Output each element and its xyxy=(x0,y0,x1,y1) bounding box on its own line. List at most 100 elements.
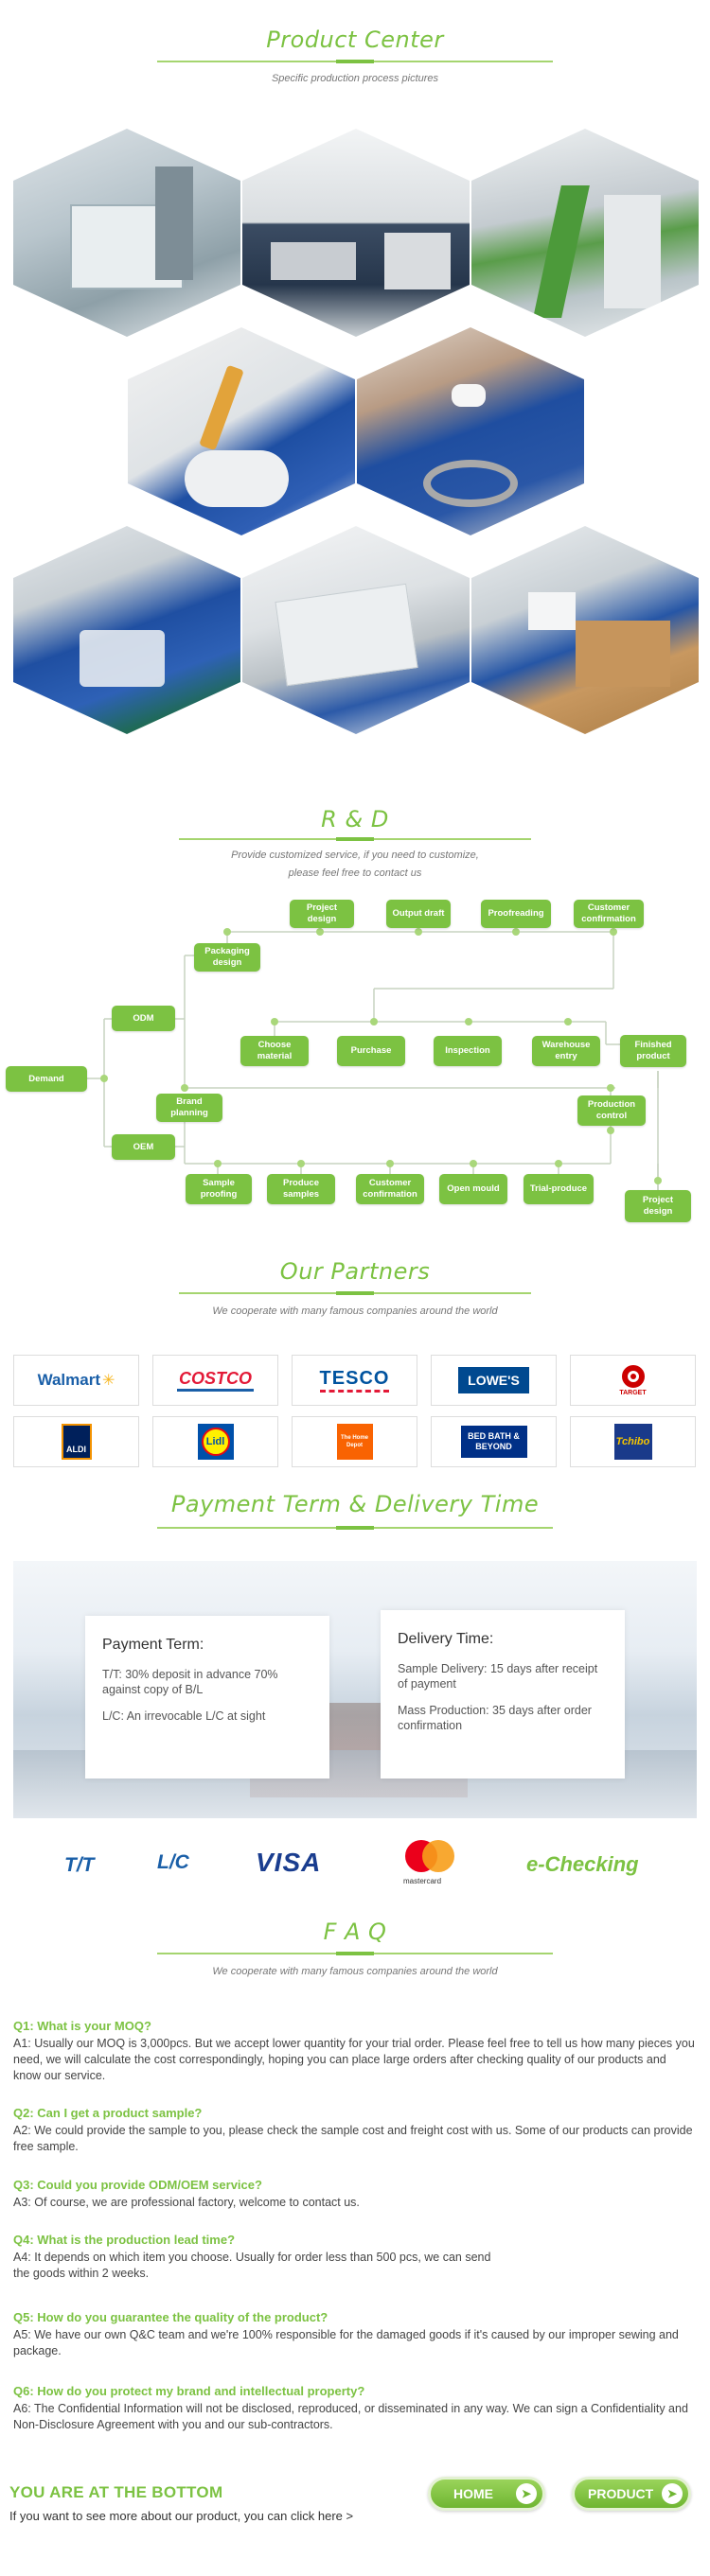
title-divider xyxy=(157,1526,553,1530)
product-center-title: Product Center xyxy=(266,26,444,53)
partner-logo-aldi: ALDI xyxy=(13,1416,139,1467)
title-divider xyxy=(179,1291,531,1295)
cursor-arrow-icon: ➤ xyxy=(516,2483,537,2504)
faq-question: Q1: What is your MOQ? xyxy=(13,2019,151,2033)
node-proofreading: Proofreading xyxy=(481,900,551,928)
rnd-title: R & D xyxy=(321,806,389,832)
faq-question: Q5: How do you guarantee the quality of … xyxy=(13,2310,328,2324)
home-button[interactable]: HOME ➤ xyxy=(428,2477,545,2511)
faq-answer: A5: We have our own Q&C team and we're 1… xyxy=(13,2328,679,2357)
faq-answer: A1: Usually our MOQ is 3,000pcs. But we … xyxy=(13,2037,695,2082)
partner-logo-lowes: LOWE'S xyxy=(431,1355,557,1406)
payment-method-lc: L/C xyxy=(157,1851,189,1873)
node-customer-confirmation-top: Customer confirmation xyxy=(574,900,644,928)
rnd-subtitle-line2: please feel free to contact us xyxy=(288,867,422,879)
faq-title: F A Q xyxy=(323,1919,387,1945)
node-trial-produce: Trial-produce xyxy=(524,1174,594,1204)
node-demand: Demand xyxy=(6,1066,87,1092)
rnd-section: R & D xyxy=(0,806,710,832)
partner-logo-bed-bath-beyond: BED BATH & BEYOND xyxy=(431,1416,557,1467)
walmart-spark-icon: ✳ xyxy=(102,1373,115,1389)
faq-item: Q1: What is your MOQ? A1: Usually our MO… xyxy=(13,2019,697,2084)
costco-wordmark: COSTCO xyxy=(176,1369,254,1392)
faq-answer: A4: It depends on which item you choose.… xyxy=(13,2251,491,2280)
production-photo-packing-line xyxy=(13,526,240,734)
rnd-subtitle-line1: Provide customized service, if you need … xyxy=(231,850,479,861)
partner-logo-tesco: TESCO xyxy=(292,1355,417,1406)
payment-lc-text: L/C: An irrevocable L/C at sight xyxy=(102,1709,266,1723)
mastercard-icon xyxy=(399,1840,460,1878)
node-warehouse-entry: Warehouse entry xyxy=(532,1036,600,1066)
faq-item: Q2: Can I get a product sample? A2: We c… xyxy=(13,2106,697,2155)
partner-logo-home-depot: The Home Depot xyxy=(292,1416,417,1467)
lowes-wordmark: LOWE'S xyxy=(458,1367,529,1393)
product-button[interactable]: PRODUCT ➤ xyxy=(572,2477,691,2511)
production-photo-carton-packing xyxy=(471,526,699,734)
payment-method-visa: VISA xyxy=(256,1848,322,1877)
node-finished-product: Finished product xyxy=(620,1035,686,1067)
title-divider xyxy=(157,1952,553,1955)
faq-question: Q4: What is the production lead time? xyxy=(13,2233,236,2247)
node-output-draft: Output draft xyxy=(386,900,451,928)
title-divider xyxy=(179,837,531,841)
tchibo-wordmark: Tchibo xyxy=(613,1424,652,1460)
payment-tt-text: T/T: 30% deposit in advance 70% against … xyxy=(102,1668,278,1696)
sample-delivery-text: Sample Delivery: 15 days after receipt o… xyxy=(398,1662,598,1691)
node-oem: OEM xyxy=(112,1134,175,1160)
faq-item: Q3: Could you provide ODM/OEM service? A… xyxy=(13,2178,697,2211)
partners-title: Our Partners xyxy=(279,1258,431,1285)
mass-production-text: Mass Production: 35 days after order con… xyxy=(398,1704,592,1732)
faq-question: Q2: Can I get a product sample? xyxy=(13,2106,203,2120)
delivery-time-card: Delivery Time: Sample Delivery: 15 days … xyxy=(381,1610,625,1779)
cursor-arrow-icon: ➤ xyxy=(662,2483,683,2504)
aldi-wordmark: ALDI xyxy=(61,1424,92,1460)
node-project-design-bottom: Project design xyxy=(625,1190,691,1222)
payment-title: Payment Term & Delivery Time xyxy=(170,1491,540,1517)
faq-item: Q4: What is the production lead time? A4… xyxy=(13,2233,697,2282)
partners-subtitle: We cooperate with many famous companies … xyxy=(212,1306,498,1317)
node-odm: ODM xyxy=(112,1006,175,1031)
faq-subtitle: We cooperate with many famous companies … xyxy=(212,1966,498,1977)
faq-answer: A2: We could provide the sample to you, … xyxy=(13,2124,693,2153)
faq-item: Q6: How do you protect my brand and inte… xyxy=(13,2384,697,2433)
node-choose-material: Choose material xyxy=(240,1036,309,1066)
node-production-control: Production control xyxy=(577,1095,646,1126)
tesco-wordmark: TESCO xyxy=(319,1368,390,1393)
partner-logo-walmart: Walmart ✳ xyxy=(13,1355,139,1406)
home-depot-wordmark: The Home Depot xyxy=(336,1424,373,1460)
node-inspection: Inspection xyxy=(434,1036,502,1066)
production-photo-plastic-bags xyxy=(242,526,470,734)
node-project-design-top: Project design xyxy=(290,900,354,928)
faq-answer: A3: Of course, we are professional facto… xyxy=(13,2196,360,2209)
node-packaging-design: Packaging design xyxy=(194,943,260,972)
partner-logo-tchibo: Tchibo xyxy=(570,1416,696,1467)
product-center-section: Product Center xyxy=(0,26,710,53)
bed-bath-beyond-wordmark: BED BATH & BEYOND xyxy=(460,1426,527,1458)
lidl-wordmark: Lidl xyxy=(201,1428,230,1456)
payment-method-mastercard: mastercard xyxy=(403,1877,442,1885)
partner-logo-target: TARGET xyxy=(570,1355,696,1406)
payment-term-card: Payment Term: T/T: 30% deposit in advanc… xyxy=(85,1616,329,1779)
payment-method-echecking: e-Checking xyxy=(526,1852,639,1876)
target-bullseye-icon xyxy=(621,1364,645,1388)
partners-section: Our Partners xyxy=(0,1258,710,1285)
faq-section: F A Q xyxy=(0,1919,710,1945)
node-open-mould: Open mould xyxy=(439,1174,507,1204)
bottom-text: If you want to see more about our produc… xyxy=(9,2509,354,2523)
bottom-title: YOU ARE AT THE BOTTOM xyxy=(9,2483,223,2501)
lidl-badge: Lidl xyxy=(197,1424,234,1460)
payment-method-tt: T/T xyxy=(64,1854,95,1876)
node-customer-confirmation-bottom: Customer confirmation xyxy=(356,1174,424,1204)
faq-item: Q5: How do you guarantee the quality of … xyxy=(13,2310,697,2359)
faq-question: Q6: How do you protect my brand and inte… xyxy=(13,2384,365,2398)
node-produce-samples: Produce samples xyxy=(267,1174,335,1204)
partner-logo-costco: COSTCO xyxy=(152,1355,278,1406)
product-center-subtitle: Specific production process pictures xyxy=(271,73,439,84)
title-divider xyxy=(157,60,553,63)
target-wordmark: TARGET xyxy=(619,1389,647,1396)
product-button-label: PRODUCT xyxy=(588,2486,654,2501)
delivery-time-title: Delivery Time: xyxy=(398,1631,494,1647)
payment-section: Payment Term & Delivery Time xyxy=(0,1491,710,1517)
node-sample-proofing: Sample proofing xyxy=(186,1174,252,1204)
